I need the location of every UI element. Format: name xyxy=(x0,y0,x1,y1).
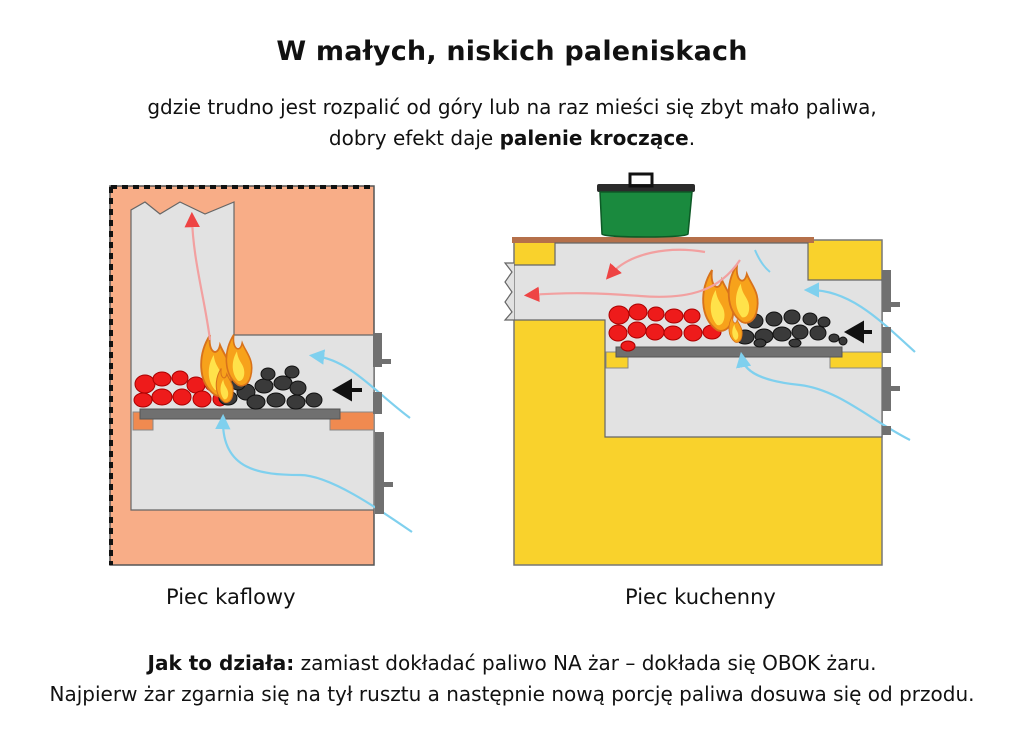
air-flow-top xyxy=(308,349,411,419)
subtitle-line-2: dobry efekt daje palenie kroczące. xyxy=(0,123,1024,154)
caption-tile-stove: Piec kaflowy xyxy=(166,585,296,609)
grate-support-right xyxy=(329,411,375,431)
push-arrow-icon xyxy=(843,320,872,344)
subtitle: gdzie trudno jest rozpalić od góry lub n… xyxy=(0,92,1024,154)
grate-support-right xyxy=(829,351,883,369)
flue-shaft xyxy=(130,201,375,511)
pot-icon xyxy=(597,172,695,238)
footer-label: Jak to działa: xyxy=(147,651,295,675)
grate xyxy=(139,408,341,420)
smoke-flow xyxy=(184,211,212,341)
subtitle-suffix: . xyxy=(688,126,696,150)
page-title: W małych, niskich paleniskach xyxy=(276,36,748,67)
air-flow-top xyxy=(803,282,916,353)
hotplate xyxy=(512,237,814,243)
footer-line-1-text: zamiast dokładać paliwo NA żar – dokłada… xyxy=(300,651,877,675)
subtitle-line-1: gdzie trudno jest rozpalić od góry lub n… xyxy=(147,95,877,119)
air-flow-bottom xyxy=(736,351,911,441)
smoke-flow-main xyxy=(523,259,741,302)
tile-stove xyxy=(109,185,413,566)
push-arrow-icon xyxy=(331,378,362,402)
footer-line-2: Najpierw żar zgarnia się na tył rusztu a… xyxy=(49,682,975,706)
caption-kitchen-stove: Piec kuchenny xyxy=(625,585,776,609)
smoke-flow-top xyxy=(605,248,706,280)
door-icon xyxy=(882,270,900,435)
footer-line-1: Jak to działa: zamiast dokładać paliwo N… xyxy=(0,648,1024,679)
grate xyxy=(615,346,843,358)
embers xyxy=(608,303,722,352)
footer-explanation: Jak to działa: zamiast dokładać paliwo N… xyxy=(0,648,1024,710)
flue-outlet xyxy=(503,262,514,321)
kitchen-stove xyxy=(503,172,916,566)
coal-pile xyxy=(735,309,848,348)
air-flow-secondary xyxy=(754,249,771,273)
subtitle-prefix: dobry efekt daje xyxy=(328,126,494,150)
subtitle-emphasis: palenie kroczące xyxy=(499,126,689,150)
door-icon xyxy=(373,333,393,514)
